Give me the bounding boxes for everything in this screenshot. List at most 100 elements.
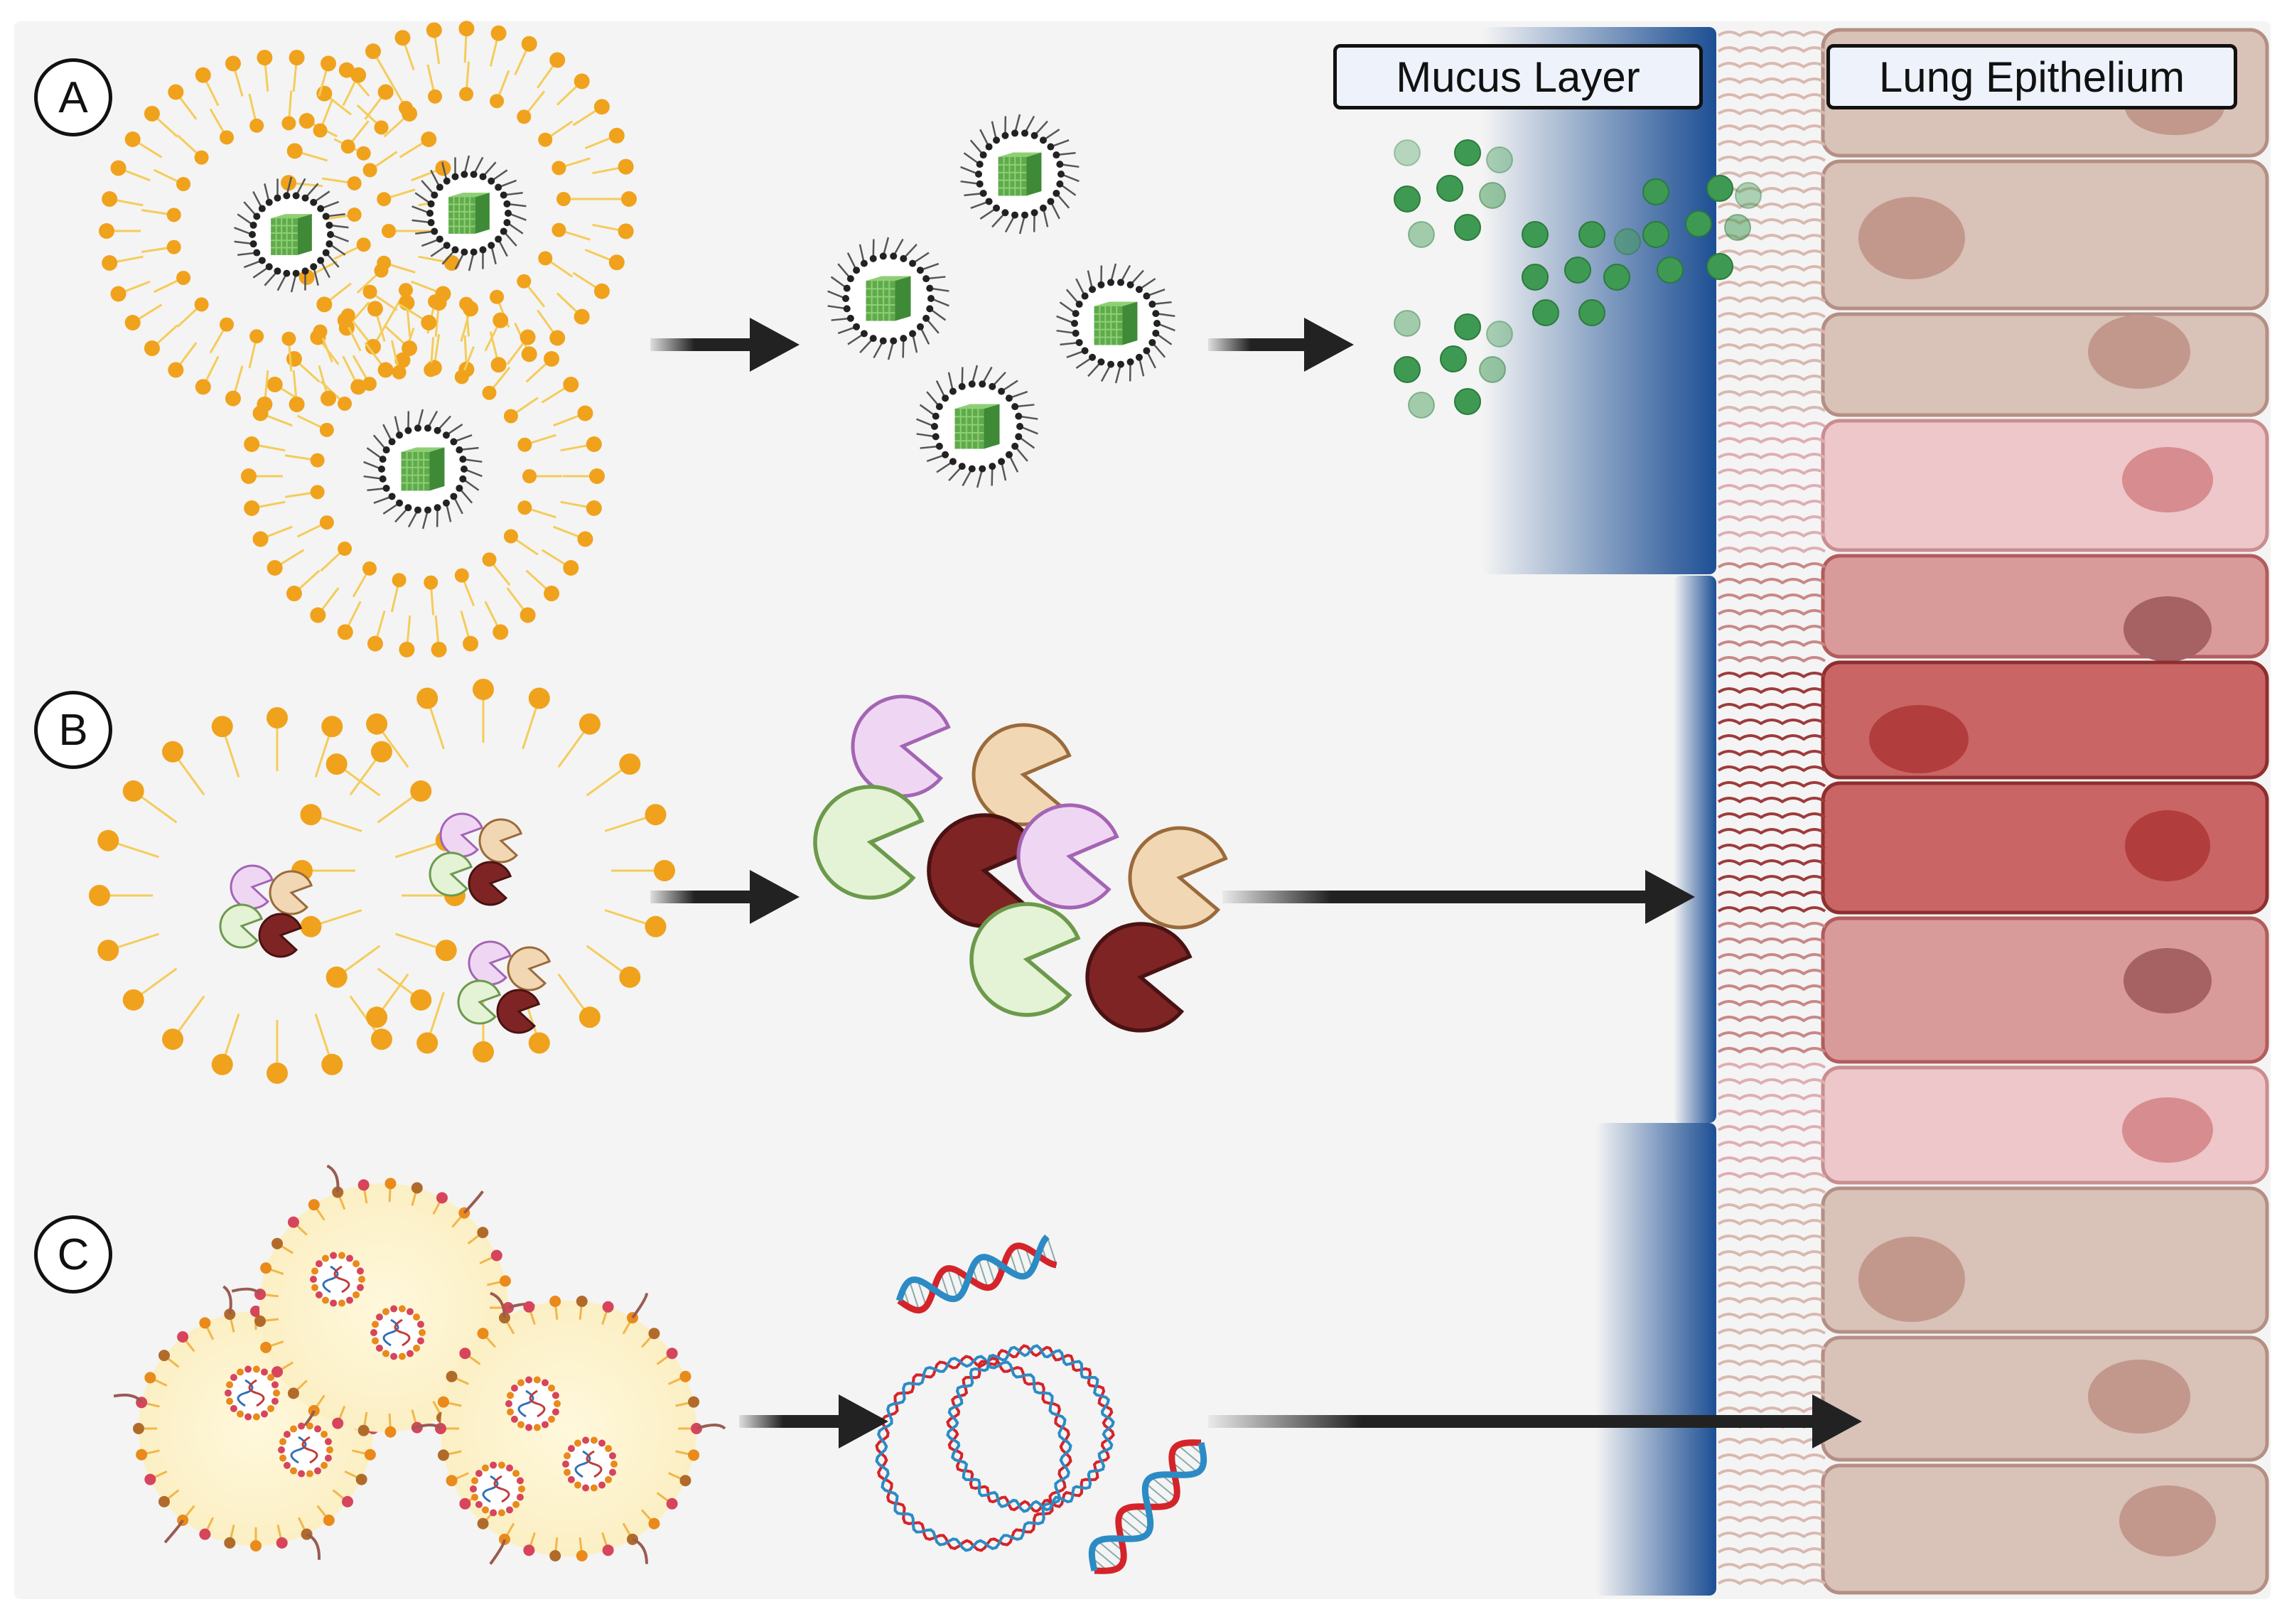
cube-side — [895, 276, 910, 321]
lnp-head — [459, 1348, 470, 1359]
stabilizer-head — [880, 252, 887, 259]
lnp-head — [224, 1537, 235, 1549]
drug-molecule — [1522, 222, 1548, 247]
lipid-head — [341, 139, 355, 154]
lipid-head — [377, 256, 391, 270]
core-head — [244, 1413, 252, 1420]
stabilizer-head — [459, 475, 466, 483]
core-head — [306, 1423, 313, 1430]
stabilizer-head — [1143, 293, 1150, 300]
drug-molecule — [1725, 215, 1750, 240]
arrow-shaft — [650, 891, 760, 903]
core-head — [490, 1462, 497, 1469]
lipid-head — [267, 560, 283, 576]
core-head — [261, 1410, 268, 1417]
drug-molecule — [1487, 147, 1512, 173]
lipid-head — [549, 330, 565, 345]
cube-front — [402, 452, 430, 491]
drug-molecule — [1394, 140, 1420, 166]
core-head — [525, 1424, 532, 1431]
core-head — [482, 1506, 489, 1513]
stabilizer-head — [249, 231, 256, 238]
lipid-head — [529, 1033, 550, 1054]
lipid-head — [321, 1054, 343, 1075]
lipid-head — [363, 163, 377, 177]
stabilizer-head — [434, 427, 441, 434]
stabilizer-head — [426, 210, 434, 217]
lipid-head — [144, 340, 160, 356]
lipid-head — [517, 109, 531, 124]
lipid-head — [357, 146, 371, 161]
lnp-head — [288, 1387, 299, 1399]
lipid-head — [97, 940, 119, 961]
stabilizer-head — [936, 443, 943, 450]
lipid-head — [125, 131, 141, 147]
stabilizer-head — [1047, 144, 1054, 151]
stabilizer-head — [266, 199, 273, 206]
core-head — [548, 1384, 555, 1392]
lipid-head — [544, 351, 559, 367]
lipid-head — [579, 714, 601, 735]
epithelial-cell — [1823, 161, 2267, 308]
stabilizer-head — [1040, 205, 1047, 212]
nanocrystal-cube — [448, 193, 490, 234]
lipid-head — [168, 84, 183, 100]
core-head — [417, 1321, 424, 1328]
lnp-head — [260, 1262, 271, 1274]
core-head — [316, 1260, 323, 1267]
core-head — [609, 1452, 616, 1459]
cell-nucleus — [2088, 1360, 2190, 1434]
stabilizer-head — [1097, 281, 1104, 289]
core-head — [498, 1462, 505, 1469]
lipid-head — [619, 753, 640, 775]
lipid-head — [490, 290, 504, 304]
lipid-head — [367, 301, 383, 316]
lipid-head — [463, 301, 478, 316]
lipid-head — [300, 916, 321, 937]
lipid-head — [195, 379, 211, 394]
nanocrystal-cube — [271, 214, 312, 255]
stabilizer-head — [1047, 198, 1054, 205]
stabilizer-head — [870, 335, 877, 342]
core-head — [506, 1506, 513, 1513]
stabilizer-head — [1011, 129, 1018, 136]
epithelial-cell — [1823, 556, 2267, 662]
core-head — [230, 1374, 237, 1381]
stabilizer-head — [1071, 320, 1078, 327]
stabilizer-head — [396, 500, 403, 507]
lipid-head — [212, 716, 233, 737]
core-head — [321, 1462, 328, 1469]
core-head — [372, 1338, 379, 1345]
lipid-head — [97, 830, 119, 851]
core-head — [574, 1440, 581, 1447]
lnp-head — [603, 1301, 614, 1313]
stabilizer-head — [1072, 310, 1080, 317]
core-head — [542, 1380, 549, 1387]
mucus-layer-label: Mucus Layer — [1333, 44, 1703, 109]
lipid-head — [241, 468, 257, 484]
lipid-head — [520, 329, 536, 345]
core-head — [482, 1465, 489, 1472]
drug-molecule — [1643, 222, 1669, 247]
stabilizer-head — [853, 267, 860, 274]
lipid-head — [289, 397, 305, 412]
lnp-head — [603, 1544, 614, 1556]
lnp-head — [648, 1518, 660, 1529]
lnp-core — [441, 1301, 696, 1556]
core-head — [267, 1405, 274, 1412]
drug-molecule — [1394, 357, 1420, 382]
lnp-head — [144, 1372, 156, 1383]
lipid-head — [424, 576, 438, 590]
lipid-head — [299, 113, 315, 129]
core-head — [267, 1374, 274, 1381]
lipid-head — [89, 885, 110, 906]
cube-side — [1026, 153, 1041, 196]
epithelial-cell — [1823, 662, 2267, 778]
lnp-head — [177, 1331, 188, 1343]
stabilizer-head — [380, 475, 387, 483]
lipid-head — [589, 468, 605, 484]
lipid-head — [162, 741, 183, 763]
mucus-medium — [1595, 1123, 1716, 1596]
cube-front — [955, 409, 984, 448]
stabilizer-head — [451, 173, 458, 181]
